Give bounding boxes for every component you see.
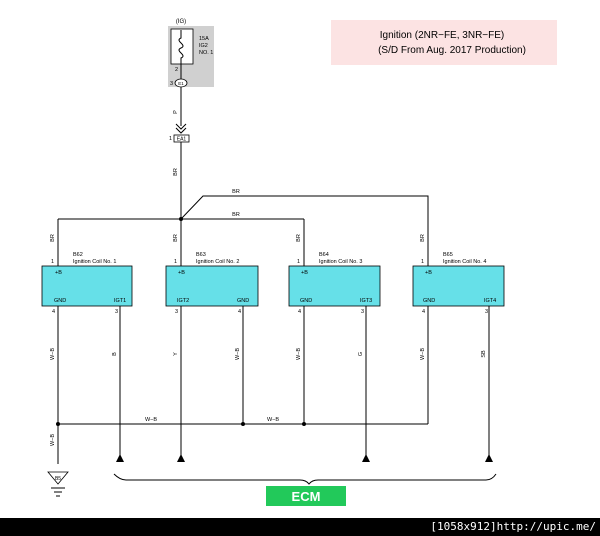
coil-3-right-wire-color: G	[358, 352, 364, 356]
coil-3-power-pin: 1	[297, 259, 300, 265]
coil-3-left-label: GND	[300, 298, 312, 304]
coil-1-plus-label: +B	[55, 270, 62, 276]
fuse-rating: 15A	[199, 36, 209, 42]
coil-1-left-wire-color: W−B	[50, 348, 56, 360]
coil-1-right-label: IGT1	[114, 298, 126, 304]
trunk-wire-color: BR	[173, 168, 179, 176]
ecm-arrow-2-icon	[177, 454, 185, 462]
fuse-name-1: IG2	[199, 43, 208, 49]
coil-3-left-wire-color: W−B	[296, 348, 302, 360]
coil-1-left-label: GND	[54, 298, 66, 304]
ecm-arrow-1-icon	[116, 454, 124, 462]
coil-1-right-pin: 3	[115, 309, 118, 315]
ecm-arrow-3-icon	[362, 454, 370, 462]
ecm-arrow-4-icon	[485, 454, 493, 462]
wiring-diagram: Ignition (2NR−FE, 3NR−FE) (S/D From Aug.…	[41, 19, 557, 506]
coil-2-power-pin: 1	[174, 259, 177, 265]
title-box	[331, 20, 557, 65]
coil-4-id: B65	[443, 252, 453, 258]
coil-4-power-pin: 1	[421, 259, 424, 265]
ground-drop-color: W−B	[50, 434, 56, 446]
ecm-label: ECM	[292, 489, 321, 504]
coil-4-plus-label: +B	[425, 270, 432, 276]
coil-4-power-color: BR	[420, 234, 426, 242]
coil-1-box	[41, 265, 133, 307]
fuse-circuit-label: (IG)	[176, 19, 186, 25]
fuse-element-icon	[178, 30, 184, 64]
coil-3-box	[288, 265, 381, 307]
junction-pin: 1	[169, 136, 172, 142]
ground-point-label: B5	[55, 476, 61, 482]
ground-bus-color-1: W−B	[145, 417, 157, 423]
title-line-1: Ignition (2NR−FE, 3NR−FE)	[380, 30, 505, 41]
coil-3-left-pin: 4	[298, 309, 301, 315]
coil-1-left-pin: 4	[52, 309, 55, 315]
coil-3-right-label: IGT3	[360, 298, 372, 304]
coil-2-left-label: IGT2	[177, 298, 189, 304]
ground-bus-color-2: W−B	[267, 417, 279, 423]
coil-2-right-label: GND	[237, 298, 249, 304]
coil-1-name: Ignition Coil No. 1	[73, 259, 116, 265]
ecm-box	[266, 486, 346, 506]
ground-splice-1	[56, 422, 60, 426]
coil-2-left-wire-color: Y	[173, 352, 179, 356]
coil-2-id: B63	[196, 252, 206, 258]
title-line-2: (S/D From Aug. 2017 Production)	[378, 45, 526, 56]
coil-4-left-wire-color: W−B	[420, 348, 426, 360]
coil-2-plus-label: +B	[178, 270, 185, 276]
coil-1-right-wire-color: B	[112, 352, 118, 356]
junction-arrow-icon	[175, 123, 187, 134]
coil-1-id: B62	[73, 252, 83, 258]
fuse-name-2: NO. 1	[199, 50, 213, 56]
fuse-body	[170, 28, 194, 65]
coil-4-right-label: IGT4	[484, 298, 496, 304]
coil-3-name: Ignition Coil No. 3	[319, 259, 362, 265]
diagram-sheet	[0, 0, 600, 518]
coil-3-power-color: BR	[296, 234, 302, 242]
coil-2-name: Ignition Coil No. 2	[196, 259, 239, 265]
coil-2-right-wire-color: W−B	[235, 348, 241, 360]
coil-2-power-color: BR	[173, 234, 179, 242]
power-bus-upper	[180, 195, 429, 266]
coil-4-right-pin: 3	[485, 309, 488, 315]
coil-3-plus-label: +B	[301, 270, 308, 276]
coil-4-right-wire-color: SB	[481, 350, 487, 358]
bus-lower-color: BR	[232, 212, 240, 218]
coil-4-left-label: GND	[423, 298, 435, 304]
coil-1-power-color: BR	[50, 234, 56, 242]
coil-2-right-pin: 4	[238, 309, 241, 315]
coil-4-name: Ignition Coil No. 4	[443, 259, 486, 265]
feed-wire-color: P	[173, 110, 179, 114]
bus-upper-color: BR	[232, 189, 240, 195]
coil-3-id: B64	[319, 252, 329, 258]
coil-4-box	[412, 265, 505, 307]
image-caption: [1058x912]http://upic.me/	[430, 520, 596, 533]
junction-label: EA1	[177, 137, 187, 143]
coil-3-right-pin: 3	[361, 309, 364, 315]
fuse-connector-pin: 3	[170, 81, 173, 87]
coil-2-box	[165, 265, 259, 307]
ground-icon	[47, 471, 69, 485]
coil-1-power-pin: 1	[51, 259, 54, 265]
coil-4-left-pin: 4	[422, 309, 425, 315]
ground-splice-3	[302, 422, 306, 426]
ground-splice-2	[241, 422, 245, 426]
ecm-brace	[113, 473, 497, 485]
coil-2-left-pin: 3	[175, 309, 178, 315]
fuse-output-pin: 2	[175, 67, 178, 73]
fuse-connector-label: E1	[178, 81, 184, 86]
